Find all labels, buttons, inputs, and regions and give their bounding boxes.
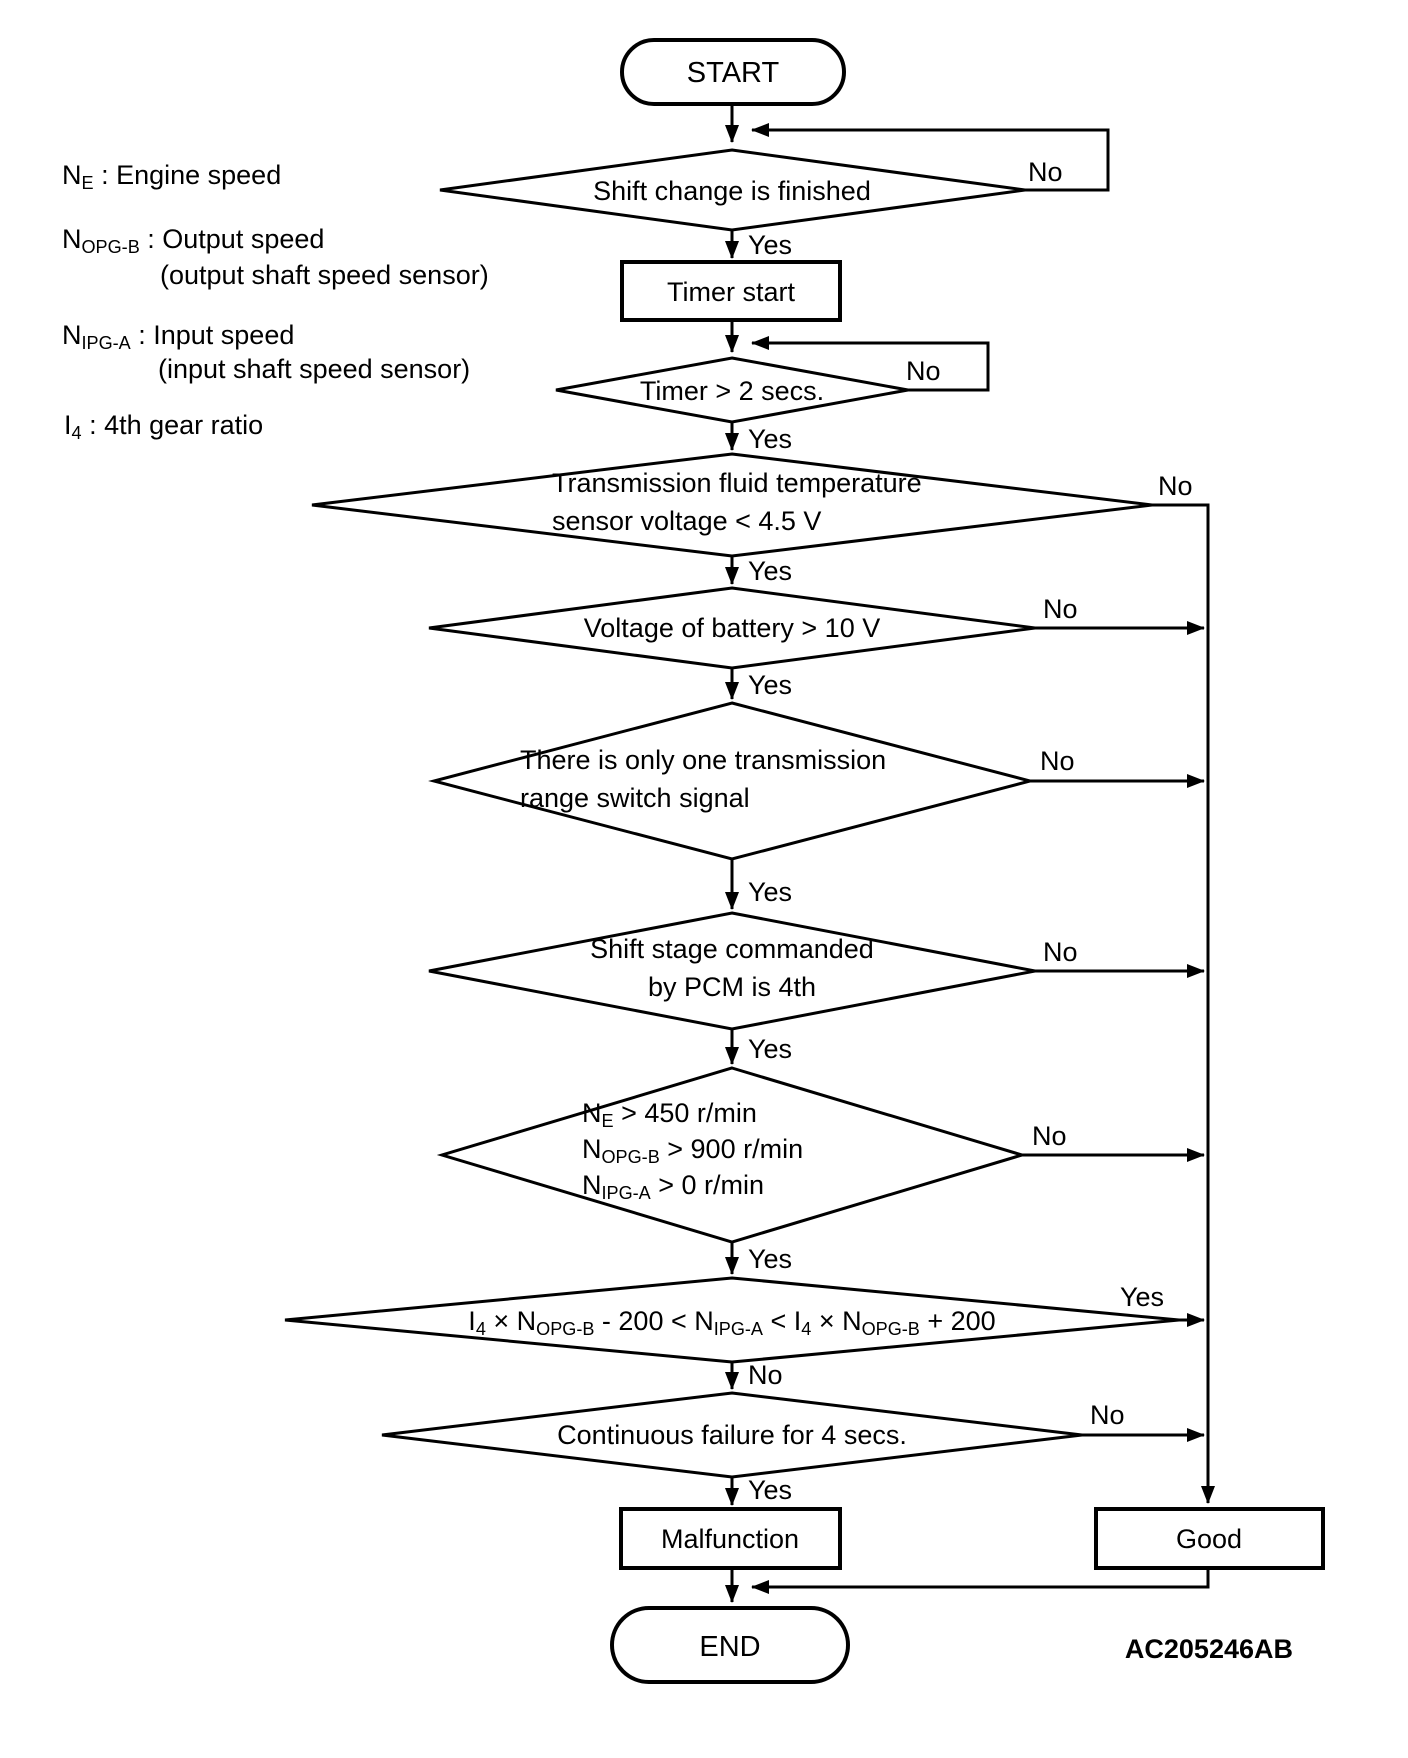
decision-range-switch-line1: There is only one transmission bbox=[520, 745, 886, 775]
process-malfunction-label: Malfunction bbox=[661, 1524, 799, 1554]
legend-input-speed: NIPG-A : Input speed bbox=[62, 320, 294, 353]
decision-fluid-temp-line1: Transmission fluid temperature bbox=[552, 468, 922, 498]
legend-input-speed-note: (input shaft speed sensor) bbox=[158, 354, 470, 384]
yes-label-timer: Yes bbox=[748, 424, 792, 454]
decision-range-switch bbox=[428, 701, 1036, 861]
arrow-good-to-end bbox=[751, 1568, 1210, 1594]
no-label-shift-change: No bbox=[1028, 157, 1063, 187]
legend-output-speed: NOPG-B : Output speed bbox=[62, 224, 324, 257]
decision-timer-label: Timer > 2 secs. bbox=[640, 376, 824, 406]
decision-shift-stage-line1: Shift stage commanded bbox=[590, 934, 874, 964]
end-terminator bbox=[610, 1606, 850, 1684]
decision-fluid-temp bbox=[311, 452, 1153, 558]
decision-fluid-temp-line2: sensor voltage < 4.5 V bbox=[552, 506, 821, 536]
decision-ratio-check-label: I4 × NOPG-B - 200 < NIPG-A < I4 × NOPG-B… bbox=[468, 1306, 995, 1339]
decision-shift-change-label: Shift change is finished bbox=[593, 176, 871, 206]
nodes: START Shift change is finished Timer sta… bbox=[284, 38, 1325, 1684]
decision-speeds-line1: NE > 450 r/min bbox=[582, 1098, 757, 1131]
decision-shift-stage-line2: by PCM is 4th bbox=[648, 972, 816, 1002]
arrow-shift-change-no-loop bbox=[751, 123, 1110, 192]
yes-label-ratio-check: Yes bbox=[1120, 1282, 1164, 1312]
no-label-timer: No bbox=[906, 356, 941, 386]
decision-timer bbox=[555, 356, 909, 424]
no-label-ratio-check: No bbox=[748, 1360, 783, 1390]
yes-label-continuous-failure: Yes bbox=[748, 1475, 792, 1505]
process-good-label: Good bbox=[1176, 1524, 1242, 1554]
decision-continuous-failure bbox=[381, 1391, 1083, 1479]
decision-range-switch-line2: range switch signal bbox=[520, 783, 750, 813]
decision-battery-voltage bbox=[428, 586, 1036, 670]
legend-gear-ratio: I4 : 4th gear ratio bbox=[64, 410, 263, 443]
decision-speeds bbox=[436, 1066, 1028, 1244]
start-terminator bbox=[620, 38, 846, 106]
process-timer-start bbox=[620, 260, 842, 322]
arrow-no-rail-to-good bbox=[1152, 503, 1215, 1504]
process-good bbox=[1094, 1507, 1325, 1570]
no-label-battery: No bbox=[1043, 594, 1078, 624]
process-timer-start-label: Timer start bbox=[667, 277, 795, 307]
process-malfunction bbox=[619, 1507, 842, 1570]
yes-label-shift-stage: Yes bbox=[748, 1034, 792, 1064]
figure-code: AC205246AB bbox=[1125, 1634, 1293, 1664]
decision-shift-stage bbox=[428, 911, 1036, 1031]
connectors bbox=[725, 104, 1215, 1603]
legend-engine-speed: NE : Engine speed bbox=[62, 160, 281, 193]
decision-speeds-line2: NOPG-B > 900 r/min bbox=[582, 1134, 803, 1167]
end-label: END bbox=[699, 1631, 760, 1663]
decision-continuous-failure-label: Continuous failure for 4 secs. bbox=[557, 1420, 907, 1450]
no-label-continuous-failure: No bbox=[1090, 1400, 1125, 1430]
no-label-speeds: No bbox=[1032, 1121, 1067, 1151]
no-label-shift-stage: No bbox=[1043, 937, 1078, 967]
yes-label-speeds: Yes bbox=[748, 1244, 792, 1274]
no-label-fluid-temp: No bbox=[1158, 471, 1193, 501]
yes-label-shift-change: Yes bbox=[748, 230, 792, 260]
branch-labels: No Yes No Yes No Yes No Yes No Yes No Ye… bbox=[748, 157, 1193, 1505]
no-label-range-switch: No bbox=[1040, 746, 1075, 776]
arrow-timer-no-loop bbox=[751, 336, 990, 392]
legend-output-speed-note: (output shaft speed sensor) bbox=[160, 260, 489, 290]
legend: NE : Engine speed NOPG-B : Output speed … bbox=[62, 160, 489, 443]
yes-label-range-switch: Yes bbox=[748, 877, 792, 907]
start-label: START bbox=[687, 57, 780, 89]
decision-shift-change bbox=[439, 148, 1026, 232]
yes-label-battery: Yes bbox=[748, 670, 792, 700]
decision-ratio-check bbox=[284, 1276, 1180, 1364]
yes-label-fluid-temp: Yes bbox=[748, 556, 792, 586]
decision-speeds-line3: NIPG-A > 0 r/min bbox=[582, 1170, 764, 1203]
decision-battery-voltage-label: Voltage of battery > 10 V bbox=[584, 613, 880, 643]
